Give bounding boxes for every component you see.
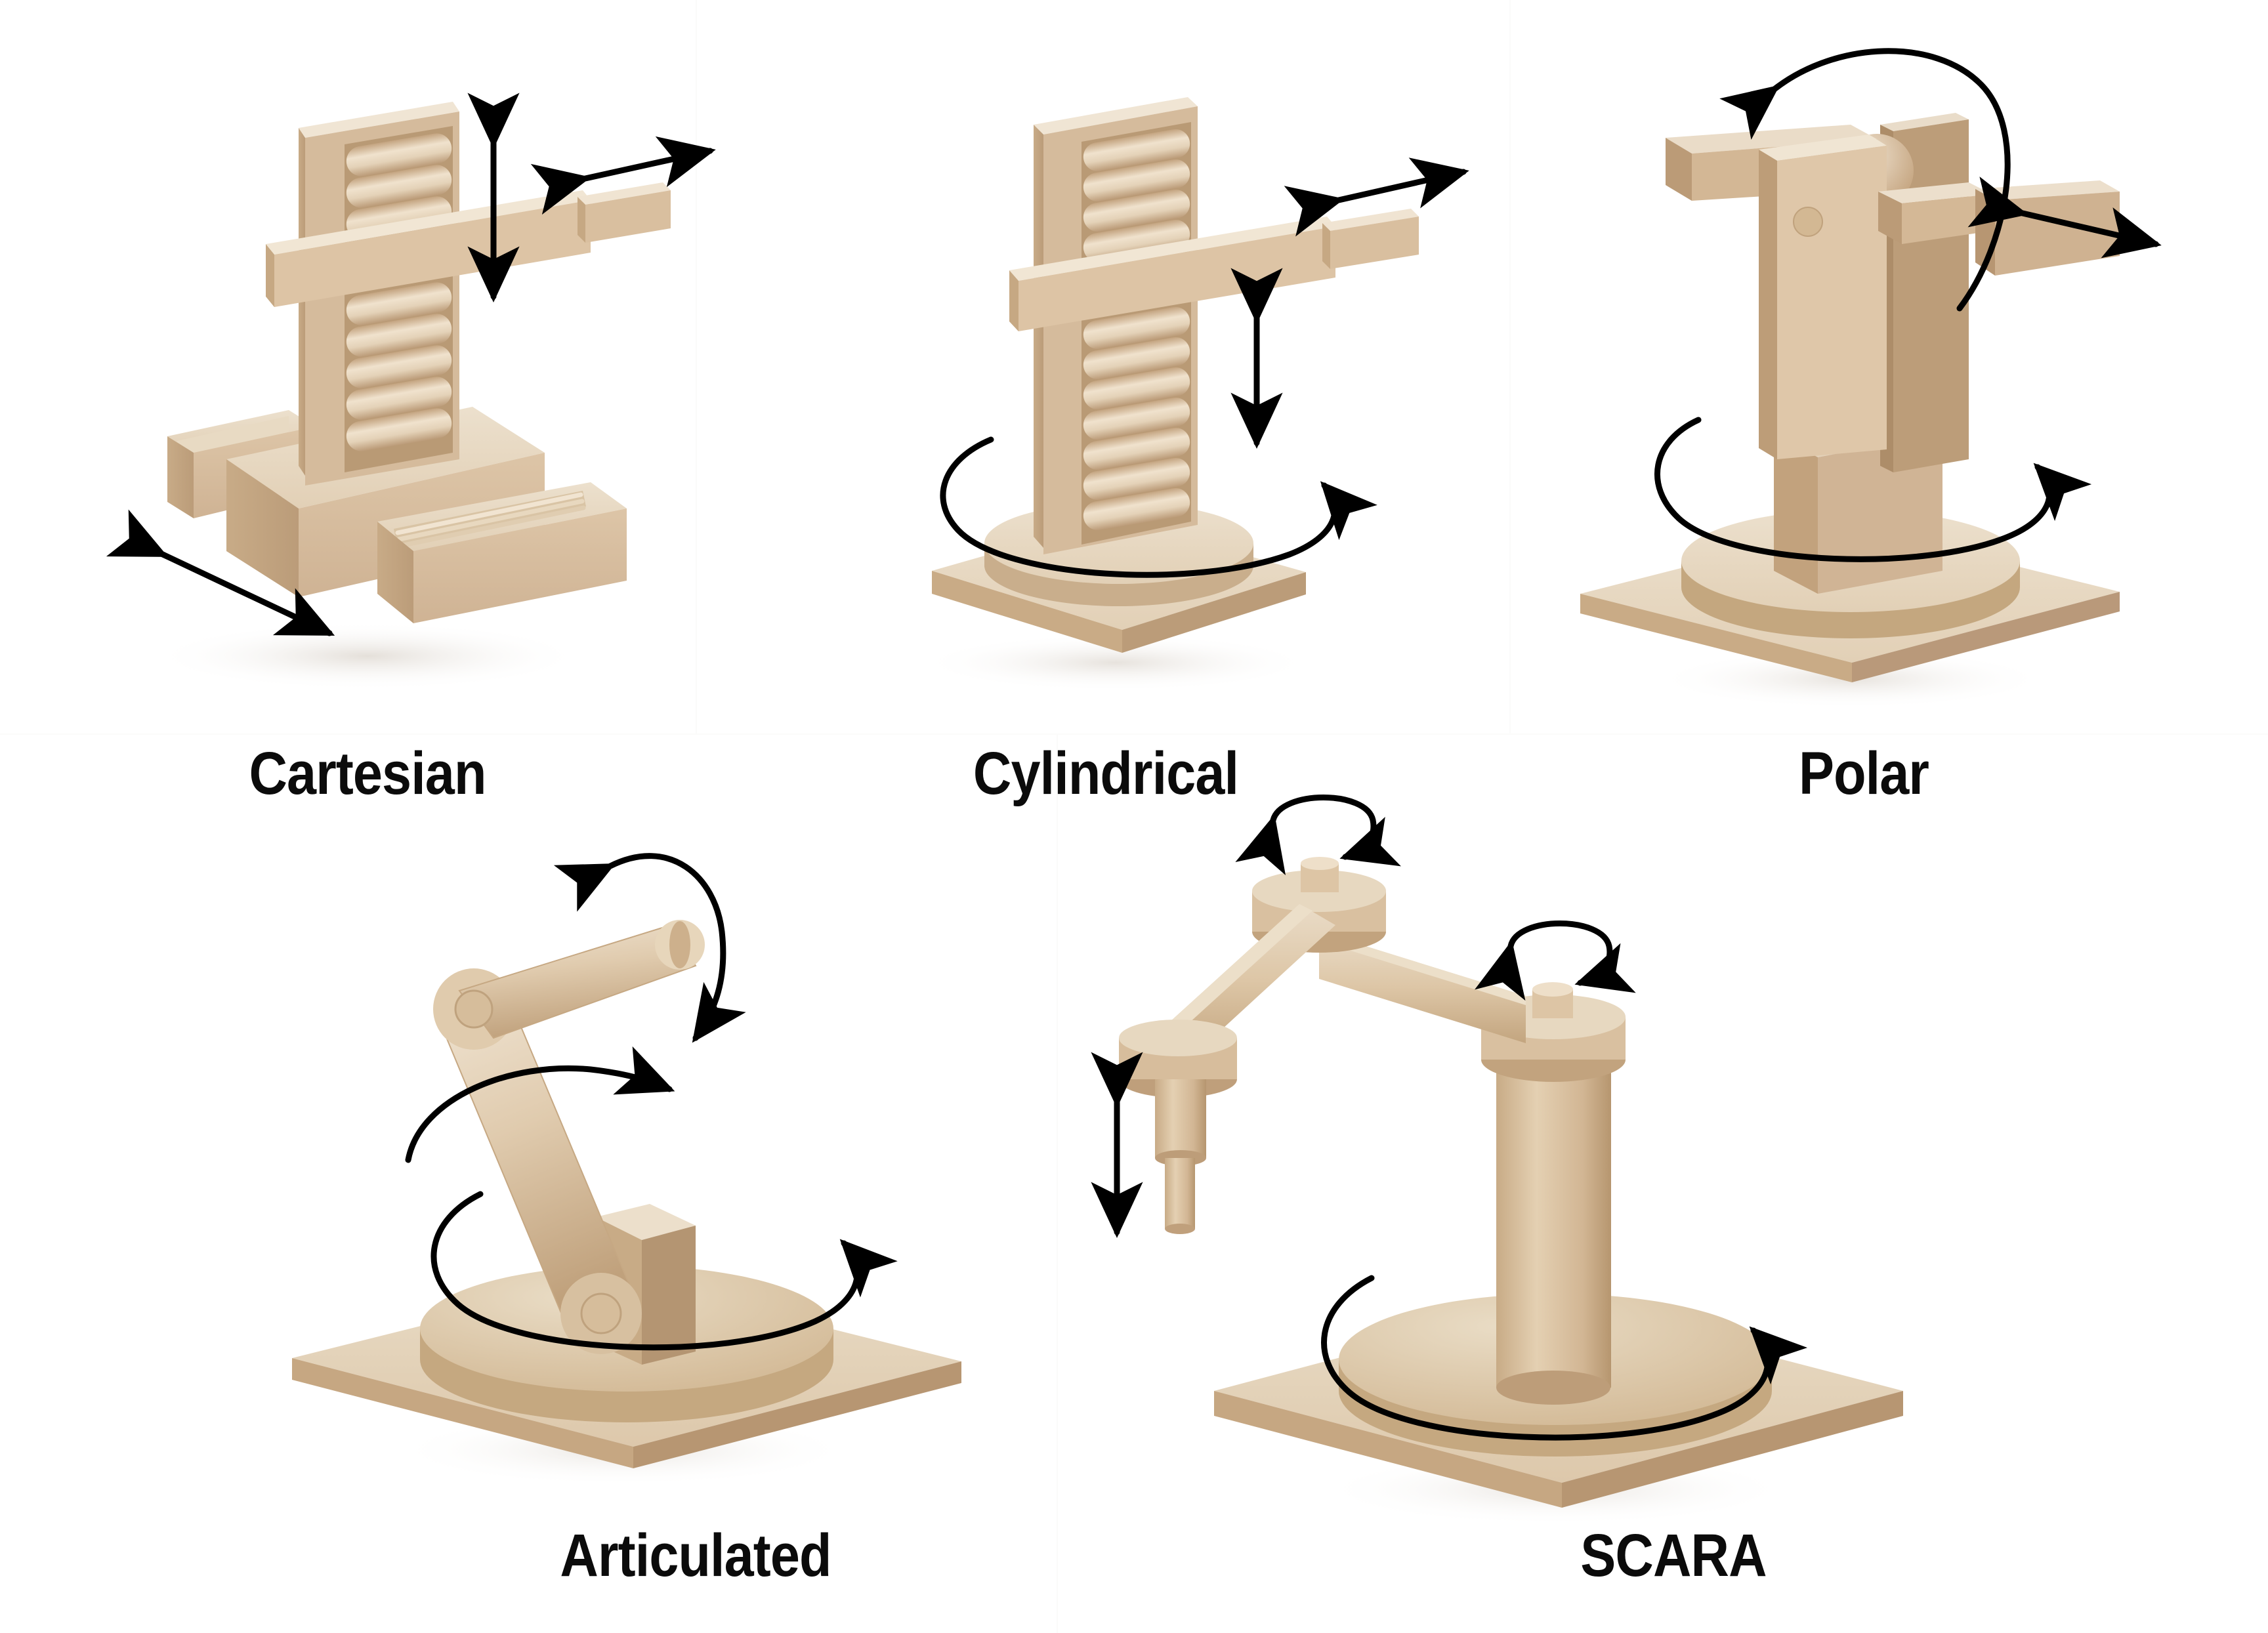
panel-polar <box>1509 0 2268 735</box>
motion-arrows <box>1091 795 1808 1441</box>
carriage-plate <box>1759 134 1887 459</box>
shoulder-rotation-arrow <box>405 1046 675 1163</box>
motion-arrows <box>940 157 1469 578</box>
caption-scara: SCARA <box>1580 1522 1767 1589</box>
ground-shadow <box>919 634 1312 692</box>
base-rotation-arrow <box>940 436 1377 578</box>
ground-shadow <box>151 622 584 690</box>
base-linear-arrow <box>106 509 335 636</box>
turntable <box>984 503 1253 606</box>
motion-arrows <box>405 853 898 1351</box>
caption-polar: Polar <box>1798 740 1929 807</box>
panel-cartesian <box>0 0 722 735</box>
caption-cartesian: Cartesian <box>249 740 486 807</box>
base-rotation-arrow <box>1654 417 2092 562</box>
caption-articulated: Articulated <box>560 1522 831 1589</box>
tool-spindle <box>1155 1079 1206 1234</box>
motion-arrows <box>1654 48 2162 562</box>
elbow-rotation-arrow <box>553 853 746 1043</box>
motion-arrows <box>106 93 716 636</box>
shoulder-rotation-arrow <box>1235 795 1401 876</box>
shoulder-joint-pin <box>580 1292 622 1334</box>
panel-articulated <box>236 735 1057 1633</box>
link-upper <box>1154 904 1335 1058</box>
horizontal-linear-arrow <box>530 136 716 215</box>
base-rotation-arrow <box>430 1191 898 1351</box>
link-lower <box>1319 932 1526 1043</box>
pivot-stud <box>1793 207 1823 237</box>
vertical-column <box>1034 97 1198 554</box>
turntable <box>420 1266 833 1422</box>
panel-cylindrical <box>696 0 1509 735</box>
horizontal-linear-arrow <box>1284 157 1469 237</box>
arm-linear-arrow <box>1967 176 2162 258</box>
elbow-rotation-arrow <box>1474 920 1636 1001</box>
base-rotation-arrow <box>1321 1275 1808 1441</box>
column-rollers <box>1083 129 1190 531</box>
elbow-joint-pin <box>454 989 494 1029</box>
caption-cylindrical: Cylindrical <box>973 740 1239 807</box>
base-rail-right <box>377 482 627 623</box>
upper-link <box>458 920 705 1039</box>
panel-scara <box>1057 735 1975 1633</box>
